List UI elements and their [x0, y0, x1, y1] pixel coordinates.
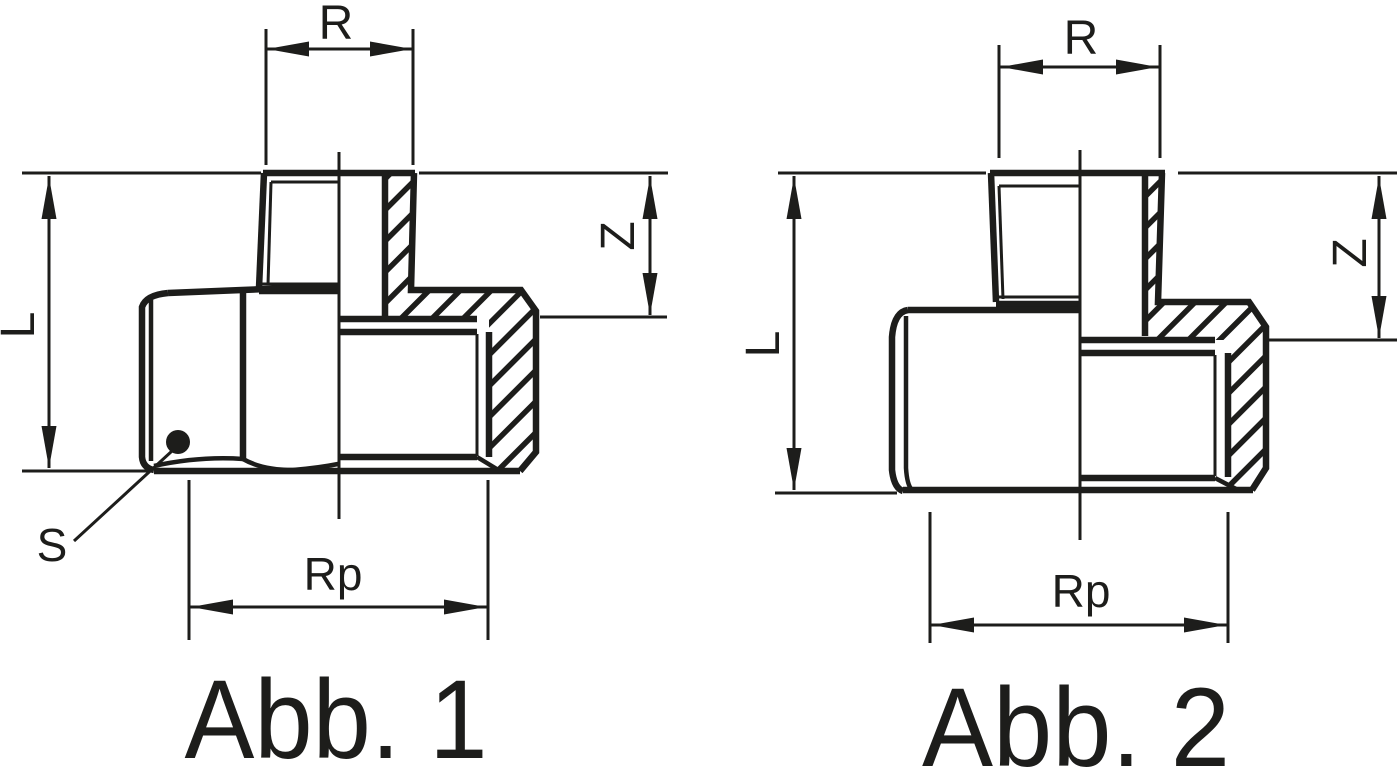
fig1-dim-Rp: Rp: [187, 480, 490, 640]
fig1-engagement-dim-label: Z: [592, 221, 645, 250]
fig2-engagement-dim-label: Z: [1324, 238, 1377, 267]
fig2-male-thread-dim-label: R: [1064, 12, 1099, 65]
fig2-caption: Abb. 2: [922, 665, 1230, 770]
fig1-female-thread-dim-label: Rp: [304, 548, 363, 600]
figure-2: R L Z Rp Abb.: [737, 12, 1397, 770]
fig1-dim-Z: Z: [419, 171, 668, 319]
figure-1: R L Z Rp: [0, 0, 668, 770]
fig1-male-thread-dim-label: R: [319, 0, 354, 50]
fig2-section-hatching: [1145, 173, 1266, 490]
fig1-caption: Abb. 1: [185, 657, 488, 770]
fig2-female-thread-dim-label: Rp: [1052, 565, 1111, 617]
fig2-dim-Z: Z: [1178, 171, 1397, 342]
fig2-dim-Rp: Rp: [928, 512, 1230, 643]
fig2-dim-R: R: [997, 12, 1162, 158]
fig2-part-outline: [888, 169, 1270, 495]
fig1-dim-L: L: [0, 171, 261, 473]
fig1-callout-S: S: [37, 430, 190, 571]
fig1-part-outline: [138, 169, 540, 475]
fig1-dim-R: R: [264, 0, 415, 165]
fig2-length-dim-label: L: [737, 331, 790, 358]
fig1-callout-dot: [166, 430, 190, 454]
fig1-section-hatching: [385, 173, 536, 471]
fig1-wrench-size-label: S: [37, 519, 68, 571]
fig1-length-dim-label: L: [0, 312, 45, 339]
fig2-dim-L: L: [737, 171, 986, 495]
